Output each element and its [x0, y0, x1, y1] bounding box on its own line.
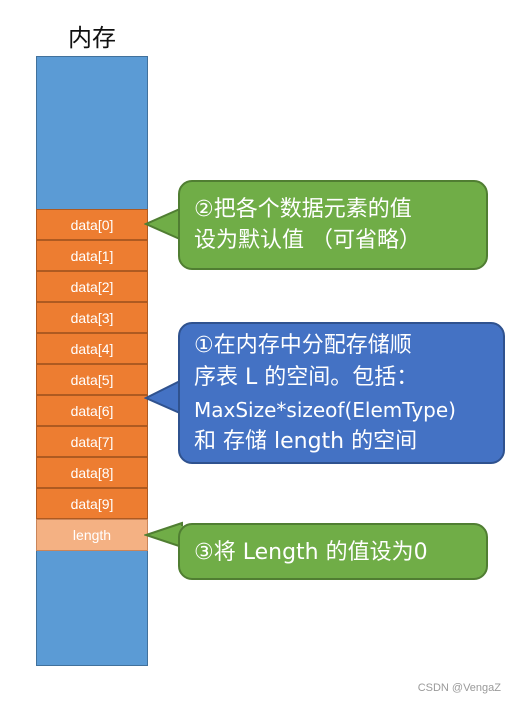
length-cell: length	[36, 519, 148, 551]
data-cell: data[9]	[36, 488, 148, 519]
data-cell: data[0]	[36, 209, 148, 240]
callout-step2-line: 设为默认值 （可省略）	[194, 228, 421, 253]
data-cell: data[5]	[36, 364, 148, 395]
callout-step2: ②把各个数据元素的值 设为默认值 （可省略）	[178, 180, 488, 270]
watermark: CSDN @VengaZ	[417, 682, 501, 694]
data-cell: data[3]	[36, 302, 148, 333]
callout-step1-line: 序表 L 的空间。包括：	[194, 365, 419, 390]
callout-step1: ①在内存中分配存储顺 序表 L 的空间。包括： MaxSize*sizeof(E…	[178, 322, 505, 464]
memory-title: 内存	[68, 24, 116, 52]
data-cell: data[8]	[36, 457, 148, 488]
callout-step3: ③将 Length 的值设为0	[178, 523, 488, 580]
data-cell: data[7]	[36, 426, 148, 457]
callout-step2-line: ②把各个数据元素的值	[194, 197, 412, 222]
data-cell: data[2]	[36, 271, 148, 302]
data-cell: data[6]	[36, 395, 148, 426]
callout-step1-line: ①在内存中分配存储顺	[194, 333, 412, 358]
callout-step1-line: MaxSize*sizeof(ElemType)	[194, 398, 456, 422]
data-cell: data[4]	[36, 333, 148, 364]
data-cell: data[1]	[36, 240, 148, 271]
callout-step1-line: 和 存储 length 的空间	[194, 429, 418, 454]
callout-step3-line: ③将 Length 的值设为0	[194, 540, 428, 565]
